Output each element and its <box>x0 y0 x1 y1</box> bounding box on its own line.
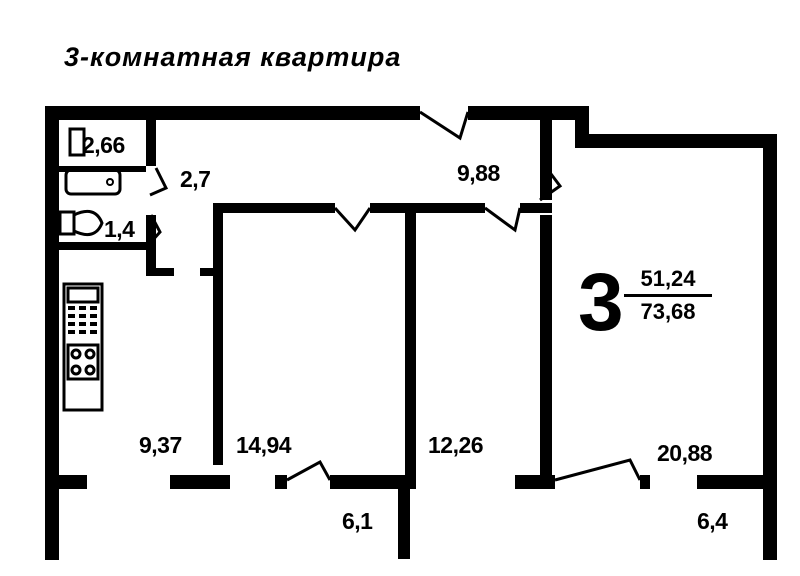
total-area: 73,68 <box>640 299 696 324</box>
bathtub-icon <box>64 168 122 196</box>
stove-icon <box>62 282 104 412</box>
living-area: 51,24 <box>624 268 712 297</box>
toilet-area-label: 1,4 <box>104 216 135 242</box>
bathroom-area-label: 2,66 <box>82 132 125 158</box>
area-fraction: 51,24 73,68 <box>624 268 712 323</box>
plan-title: 3-комнатная квартира <box>64 42 402 72</box>
balcony-2-area-label: 6,4 <box>697 508 728 534</box>
balcony-1-area-label: 6,1 <box>342 508 373 534</box>
hallway-area-label: 9,88 <box>457 160 500 186</box>
sink-icon <box>68 127 86 157</box>
room-2-area-label: 12,26 <box>428 432 484 458</box>
kitchen-area-label: 9,37 <box>139 432 182 458</box>
room-1-area-label: 14,94 <box>236 432 292 458</box>
room-3-area-label: 20,88 <box>657 440 713 466</box>
toilet-icon <box>58 209 104 237</box>
corridor-area-label: 2,7 <box>180 166 211 192</box>
rooms-count: 3 <box>578 257 624 348</box>
